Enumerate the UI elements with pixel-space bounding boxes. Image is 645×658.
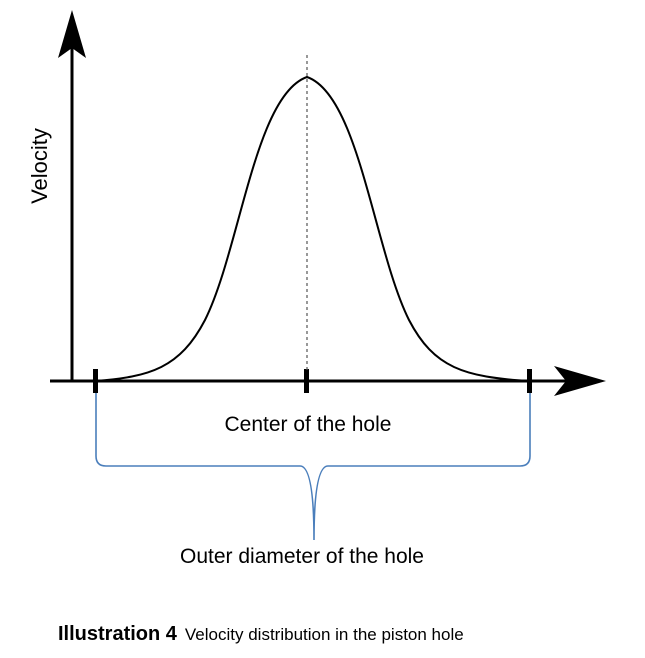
x-axis-arrowhead (554, 366, 606, 396)
center-tick (304, 369, 309, 393)
caption-text: Velocity distribution in the piston hole (184, 625, 464, 644)
velocity-profile-curve (94, 75, 530, 382)
outer-diameter-brace (95, 393, 531, 541)
outer-diameter-label: Outer diameter of the hole (180, 545, 424, 568)
caption-label: Illustration 4 (58, 623, 177, 645)
figure-caption: Illustration 4 Velocity distribution in t… (58, 623, 464, 646)
center-of-hole-label: Center of the hole (225, 413, 392, 436)
y-axis-label: Velocity (27, 128, 52, 204)
y-axis-arrowhead (58, 10, 86, 58)
right-edge-tick (527, 369, 532, 393)
